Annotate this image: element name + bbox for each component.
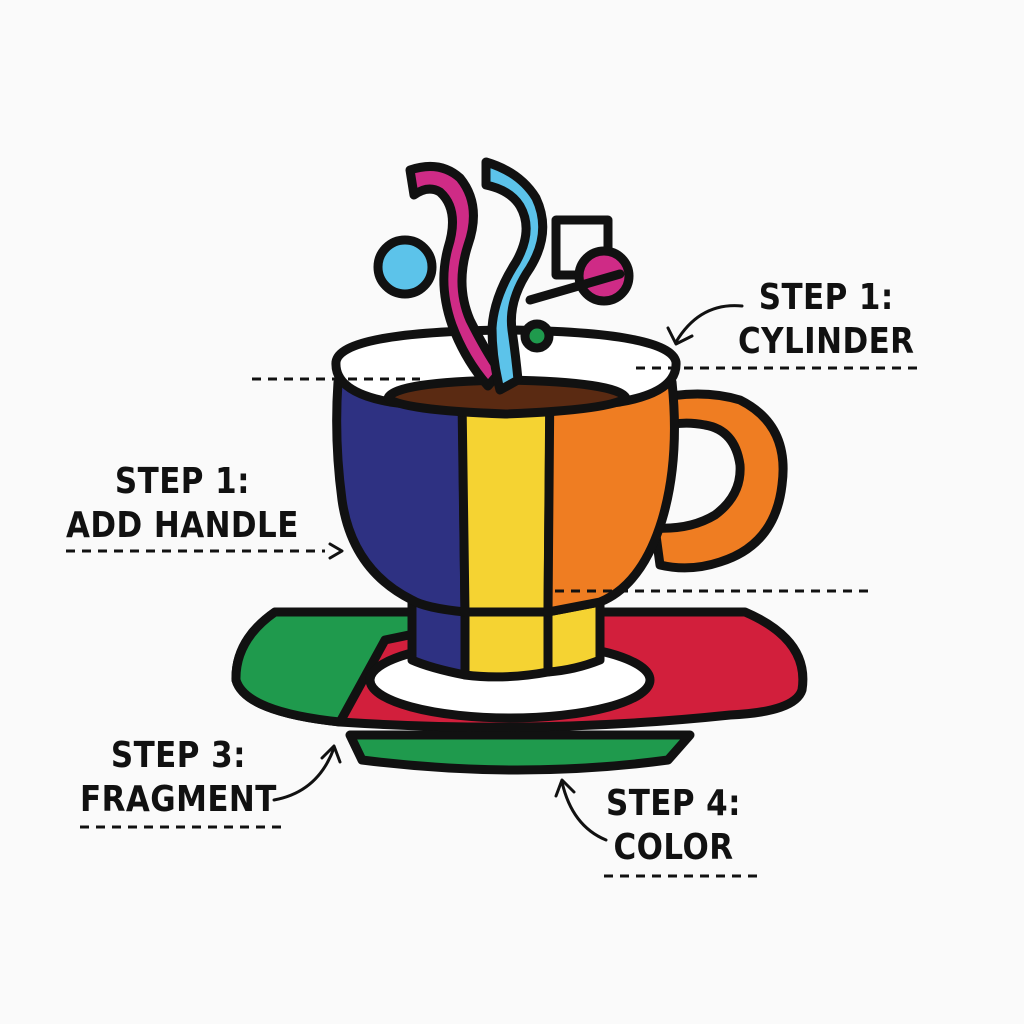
coffee-surface: [383, 375, 631, 419]
label-cylinder: STEP 1: CYLINDER: [738, 276, 914, 364]
saucer-green-fragment: [231, 607, 525, 727]
floating-sky-circle: [373, 235, 437, 299]
label-fragment-step: STEP 3:: [110, 735, 246, 776]
label-cylinder-name: CYLINDER: [738, 321, 915, 362]
arrow-color-head-icon: [554, 778, 576, 798]
steam-magenta-ribbon: [405, 161, 505, 391]
label-fragment-name: FRAGMENT: [80, 779, 277, 820]
cup-foot-orange: [543, 597, 605, 677]
arrow-fragment-icon: [272, 746, 336, 802]
floating-line: [525, 269, 625, 305]
label-handle-step: STEP 1:: [114, 461, 250, 502]
arrow-fragment-head-icon: [320, 744, 342, 764]
label-color-step: STEP 4:: [606, 783, 741, 824]
saucer-base-band: [345, 730, 695, 775]
label-color-name: COLOR: [613, 827, 734, 868]
cup-foot-yellow: [460, 607, 553, 682]
cup-handle: [645, 389, 788, 573]
label-handle-name: ADD HANDLE: [66, 505, 299, 546]
arrow-handle-head-icon: [328, 542, 344, 560]
label-fragment: STEP 3: FRAGMENT: [80, 734, 277, 822]
cup-body-yellow: [457, 395, 555, 617]
steam-sky-ribbon: [481, 157, 548, 395]
label-cylinder-step: STEP 1:: [758, 277, 894, 318]
arrow-color-icon: [560, 780, 608, 842]
floating-green-dot: [520, 319, 554, 353]
label-add-handle: STEP 1: ADD HANDLE: [66, 460, 299, 548]
arrow-cylinder-icon: [674, 304, 744, 344]
label-color: STEP 4: COLOR: [606, 782, 741, 870]
arrow-cylinder-head-icon: [666, 326, 694, 346]
